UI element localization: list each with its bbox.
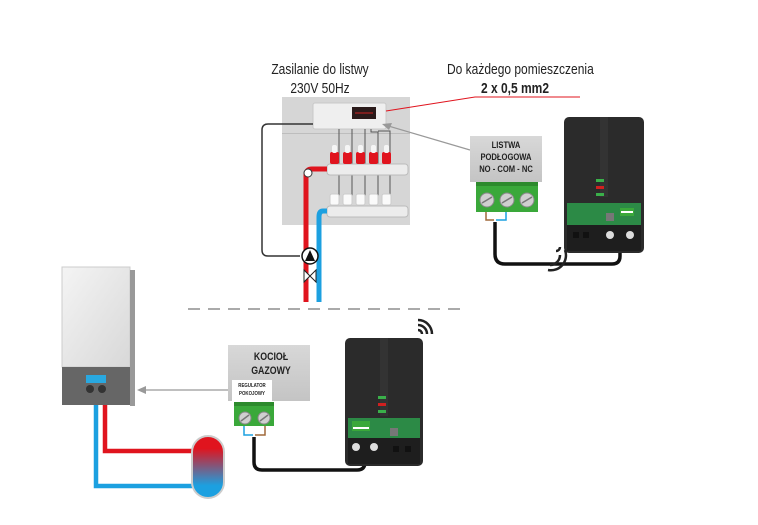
listwa-box-label: LISTWA PODŁOGOWA NO - COM - NC	[477, 140, 535, 176]
boiler-display	[86, 375, 106, 383]
wireless-signal-icon	[547, 246, 568, 272]
floor-heating-manifold	[261, 97, 410, 302]
power-supply-label-line1: Zasilanie do listwy	[271, 61, 369, 78]
power-supply-label-line2: 230V 50Hz	[290, 80, 350, 97]
room-regulator-label: REGULATOR POKOJOWY	[236, 382, 268, 398]
listwa-line3: NO - COM - NC	[479, 164, 533, 175]
boiler-terminal-box	[228, 345, 310, 436]
boiler-box-label: KOCIOŁ GAZOWY	[240, 350, 302, 378]
receiver-device-top	[564, 117, 644, 253]
arrow-listwa-to-controller	[382, 123, 471, 151]
listwa-line1: LISTWA	[491, 140, 521, 151]
return-pipe	[316, 208, 327, 302]
room-wiring-label-line2: 2 x 0,5 mm2	[480, 80, 550, 97]
power-supply-label: Zasilanie do listwy 230V 50Hz	[268, 60, 372, 98]
room-wiring-label-line1: Do każdego pomieszczenia	[447, 61, 594, 78]
room-wiring-label: Do każdego pomieszczenia 2 x 0,5 mm2	[447, 60, 594, 98]
thermometer-icon	[303, 168, 313, 178]
gas-boiler	[61, 266, 225, 499]
boiler-line2: GAZOWY	[251, 365, 291, 377]
regulator-line2: POKOJOWY	[239, 391, 265, 397]
valve-icon	[303, 268, 317, 284]
arrow-kociol-to-boiler	[137, 386, 228, 394]
regulator-line1: REGULATOR	[238, 383, 266, 389]
listwa-line2: PODŁOGOWA	[480, 152, 532, 163]
listwa-terminal-box	[470, 136, 542, 221]
wireless-signal-icon	[417, 318, 434, 335]
hot-water-tank	[191, 435, 225, 499]
receiver-device-bottom	[345, 338, 423, 466]
boiler-line1: KOCIOŁ	[253, 351, 289, 363]
cable-listwa-to-receiver	[493, 222, 622, 266]
